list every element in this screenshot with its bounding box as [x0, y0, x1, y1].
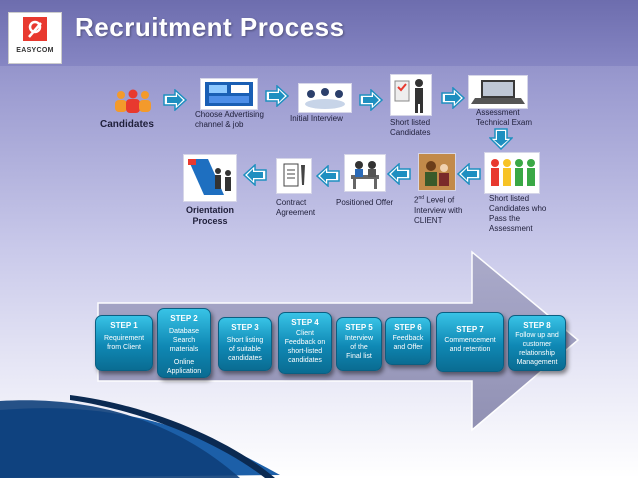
candidates-label: Candidates: [100, 119, 154, 130]
step-title: STEP 6: [394, 323, 422, 332]
flow-arrow-down-icon: [489, 128, 513, 150]
header-bar: [0, 0, 638, 66]
offer-desk-image: [344, 154, 386, 192]
flow-arrow-left-icon: [243, 164, 267, 186]
advertising-screen-image: [200, 78, 258, 110]
positioned-offer-label: Positioned Offer: [336, 198, 394, 207]
step-title: STEP 2: [170, 314, 198, 323]
flow-arrow-left-icon: [457, 163, 481, 185]
client-interview-image: [418, 153, 456, 191]
assessment-laptop-image: [468, 75, 528, 109]
interview-meeting-image: [298, 83, 352, 113]
step-title: STEP 8: [523, 321, 551, 330]
shortlist-people-image: [390, 74, 432, 116]
step-title: STEP 4: [291, 318, 319, 327]
flow-arrow-right-icon: [163, 89, 187, 111]
candidates-people-icon: [112, 88, 154, 114]
logo-text: EASYCOM: [16, 47, 54, 54]
company-logo: EASYCOM: [8, 12, 62, 64]
orientation-image: [183, 154, 237, 202]
bottom-wave-decoration: [0, 395, 280, 478]
passed-candidates-image: [484, 152, 540, 194]
flow-arrow-right-icon: [265, 85, 289, 107]
flow-arrow-left-icon: [387, 163, 411, 185]
flow-arrow-right-icon: [359, 89, 383, 111]
step-title: STEP 1: [110, 321, 138, 330]
page-title: Recruitment Process: [75, 12, 345, 42]
step-title: STEP 3: [231, 323, 259, 332]
flow-arrow-right-icon: [441, 87, 465, 109]
flow-arrow-left-icon: [316, 165, 340, 187]
step-title: STEP 7: [456, 325, 484, 334]
step-title: STEP 5: [345, 323, 373, 332]
contract-document-image: [276, 158, 312, 194]
logo-mark-icon: [23, 17, 47, 41]
initial-interview-label: Initial Interview: [290, 114, 343, 123]
